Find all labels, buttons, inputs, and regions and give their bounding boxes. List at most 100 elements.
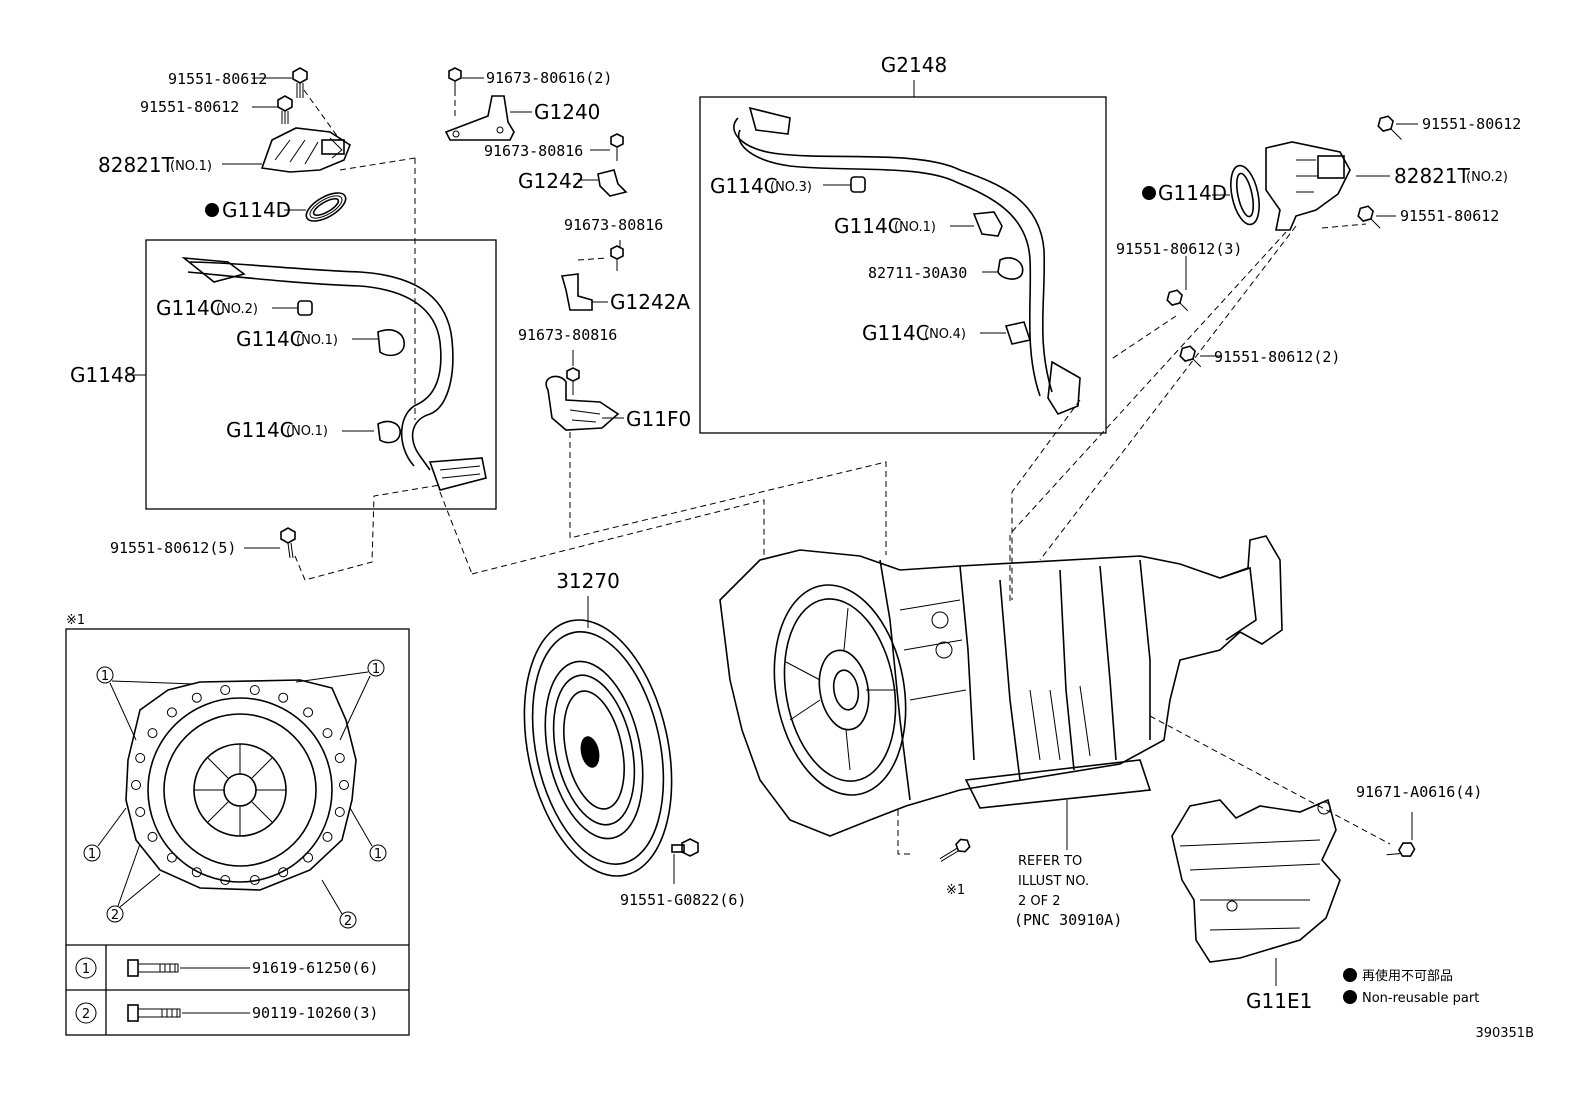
bolt-hole [278,692,289,703]
bolt-hole [191,867,202,878]
speed-sensor-icon [1265,141,1351,231]
callout-number: 1 [88,847,96,862]
bolt-icon [292,67,308,98]
bolt-icon [1386,842,1416,857]
inset-table-row: 1 91619-61250(6) [75,957,378,979]
transmission-flange-icon [125,679,357,891]
refer-note-line-2: ILLUST NO. [1018,874,1089,889]
label-g114c: G114C [710,174,778,198]
bolt-hole [249,875,260,885]
label-g114c-note: (NO.1) [286,424,328,439]
bolt-hole [334,753,345,763]
bracket-g1242a-icon [560,273,593,311]
bolt-icon [1179,345,1202,368]
bracket-g11f0-icon [545,375,620,431]
clamp-icon [377,329,405,357]
grommet-icon [297,300,313,316]
callout-number: 1 [101,669,109,684]
bolt-icon [277,95,293,124]
label-g1242: G1242 [518,169,584,193]
bolt-hole [131,780,141,790]
o-ring-icon [305,192,347,222]
inset-callout-2b: 2 [321,879,357,929]
clamp-icon [377,420,401,444]
label-g114d: G114D [222,198,291,222]
refer-note-line-4: (PNC 30910A) [1014,911,1122,929]
label-91671-a0616: 91671-A0616(4) [1356,783,1482,801]
label-g114c: G114C [236,327,304,351]
label-91551-80612: 91551-80612 [1422,115,1521,133]
speed-sensor-icon [260,127,351,173]
clamp-icon [972,211,1003,237]
inset-callout-1b: 1 [295,659,385,741]
label-g1148: G1148 [70,363,136,387]
inset-callout-2a: 2 [106,843,161,923]
label-91673-80816: 91673-80816 [564,216,663,234]
inset-callout-1a: 1 [96,666,195,741]
reference-mark: ※1 [946,883,965,898]
non-reusable-dot-icon [205,203,219,217]
non-reusable-dot-icon [1343,990,1357,1004]
bolt-hole [166,707,177,718]
bolt-hole [339,780,349,790]
inset-table-row: 2 90119-10260(3) [75,1002,378,1024]
label-91551-80612-5: 91551-80612(5) [110,539,236,557]
label-g114c: G114C [862,321,930,345]
label-g114c-note: (NO.3) [770,180,812,195]
g2148-box [699,96,1107,434]
label-91551-80612: 91551-80612 [168,70,267,88]
label-91673-80816: 91673-80816 [484,142,583,160]
part-number: 91619-61250(6) [252,959,378,977]
row-index: 1 [82,962,90,977]
bolt-hole [191,692,202,703]
inset-callout-1d: 1 [349,807,387,862]
bolt-icon [1357,205,1381,229]
o-ring-icon [1230,164,1260,226]
label-g2148: G2148 [881,53,947,77]
label-g1240: G1240 [534,100,600,124]
label-91673-80616: 91673-80616(2) [486,69,612,87]
clip-82711-icon [997,257,1024,280]
label-g1242a: G1242A [610,290,690,314]
bolt-hole [166,852,177,863]
label-91551-80612-3: 91551-80612(3) [1116,240,1242,258]
legend-japanese: 再使用不可部品 [1362,968,1453,984]
label-g114c: G114C [156,296,224,320]
bolt-icon [610,133,624,161]
bolt-hole [220,685,231,695]
bolt-hole [135,807,146,817]
inset-bolt-holes [131,685,349,885]
part-number: 90119-10260(3) [252,1004,378,1022]
non-reusable-dot-icon [1142,186,1156,200]
drawing-number: 390351B [1475,1026,1534,1041]
transmission-assembly-icon [719,535,1283,837]
label-82821t: 82821T [98,153,175,177]
bracket-g1240-icon [444,95,515,141]
bolt-icon [939,838,971,862]
bolt-icon [1166,289,1189,312]
torque-converter-icon [523,619,673,877]
bolt-hole [147,728,158,739]
bolt-hole [322,831,333,842]
bolt-icon [610,245,624,271]
callout-number: 1 [372,662,380,677]
label-g114c-note: (NO.1) [894,220,936,235]
callout-number: 2 [344,914,352,929]
bolt-hole [303,852,314,863]
wire-harness-g1148-icon [181,256,487,491]
label-g114c: G114C [226,418,294,442]
clamp-icon [1004,321,1032,345]
bolt-icon [566,367,580,395]
row-index: 2 [82,1007,90,1022]
heat-shield-icon [1171,798,1341,963]
non-reusable-dot-icon [1343,968,1357,982]
inset-callout-1c: 1 [83,807,127,862]
wire-harness-g2148-icon [733,106,1081,415]
bolt-hole [220,875,231,885]
bolt-hole [249,685,260,695]
label-g114c-note: (NO.1) [296,333,338,348]
refer-note-line-3: 2 OF 2 [1018,894,1061,909]
bolt-icon [671,838,699,857]
label-91673-80816: 91673-80816 [518,326,617,344]
